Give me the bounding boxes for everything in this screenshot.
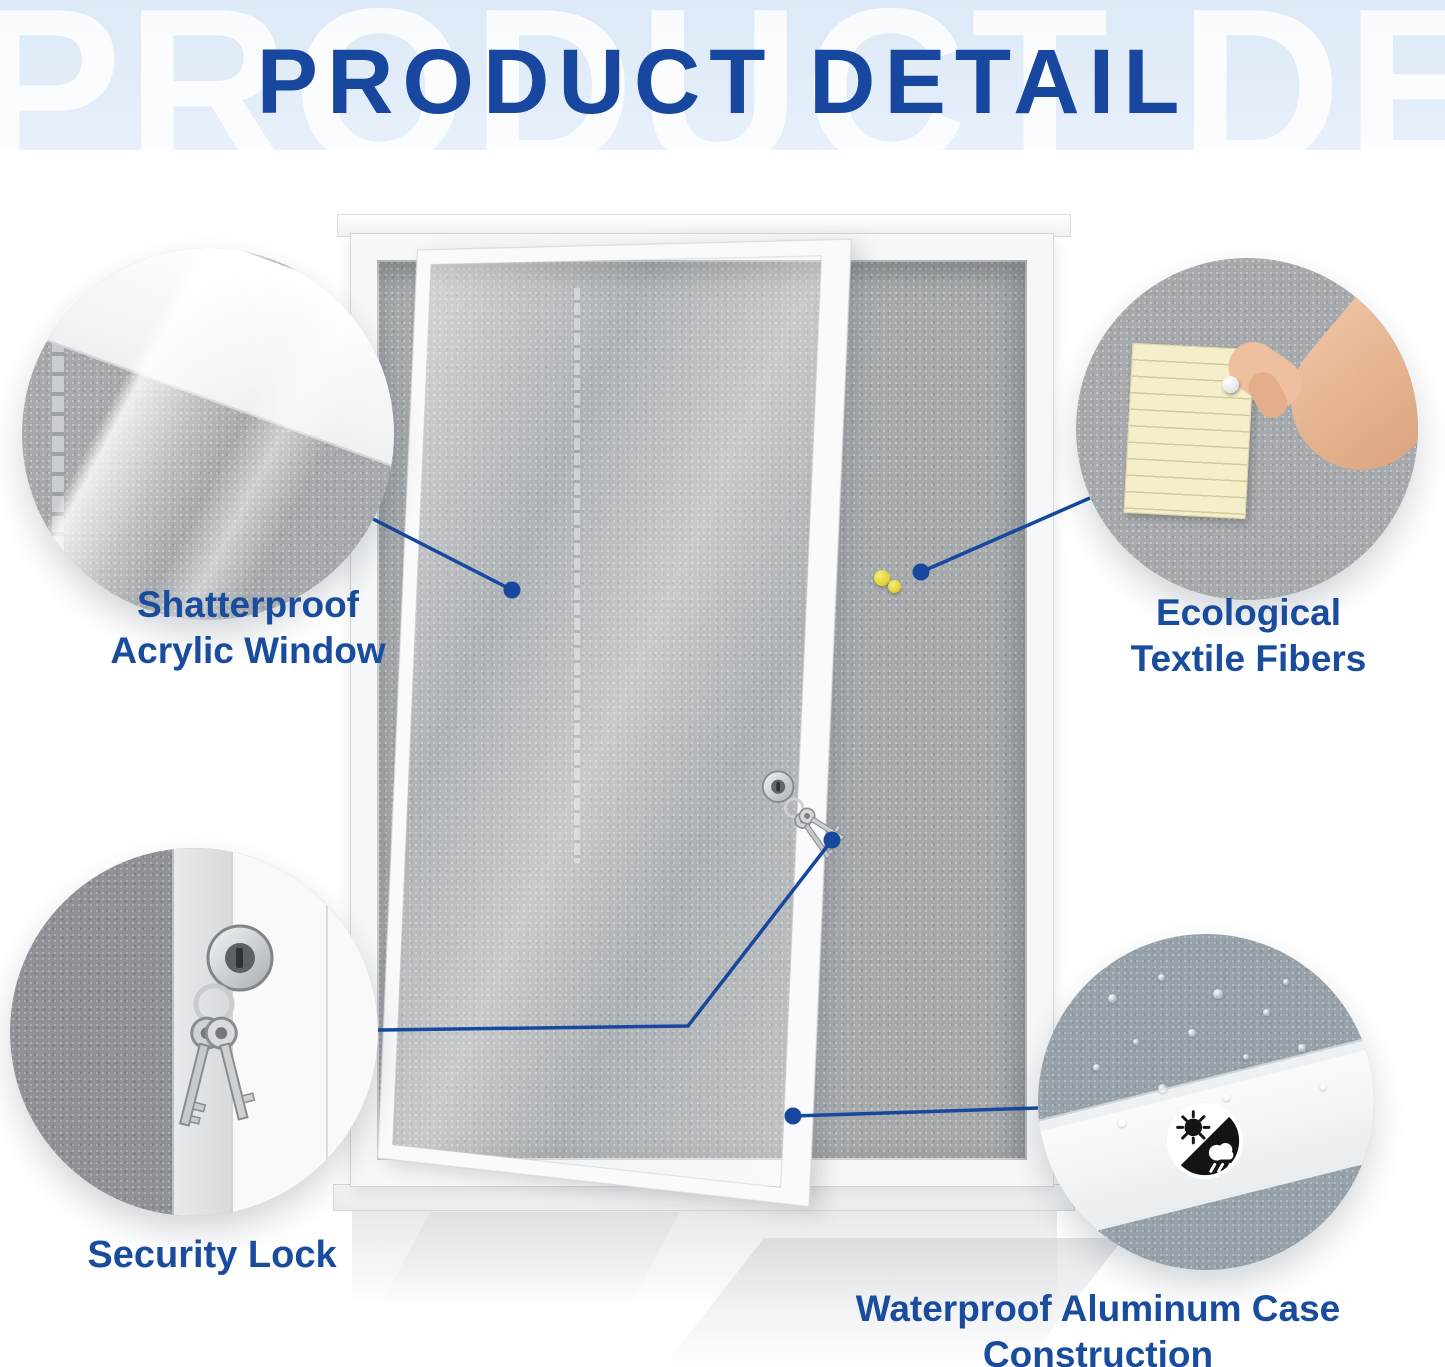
- label-waterproof-line1: Waterproof Aluminum Case: [855, 1288, 1341, 1329]
- water-droplets: [1038, 934, 1374, 1270]
- header-band: PRODUCT DETAIL: [0, 0, 1445, 150]
- photo-acrylic-window-closeup: [22, 248, 394, 620]
- weather-resistance-icon: [1166, 1102, 1244, 1180]
- label-textile-line1: Ecological: [1155, 592, 1342, 633]
- photo-security-lock-closeup: [10, 848, 378, 1216]
- security-lock-with-keys: [761, 770, 846, 860]
- door-face: [230, 848, 378, 1216]
- push-pin-yellow: [874, 570, 890, 586]
- label-waterproof-case: Waterproof Aluminum Case Construction: [766, 1286, 1430, 1367]
- lock-and-keys: [178, 924, 274, 1127]
- page-title: PRODUCT DETAIL: [256, 31, 1189, 133]
- watermark-text: PRODUCT DETAIL: [0, 0, 1445, 150]
- door-seam: [326, 848, 329, 1216]
- label-security-line1: Security Lock: [87, 1234, 337, 1276]
- label-acrylic-line2: Acrylic Window: [110, 629, 386, 671]
- label-textile-line2: Textile Fibers: [1130, 637, 1367, 679]
- push-pin-white: [1222, 376, 1239, 393]
- photo-textile-fibers-closeup: [1076, 258, 1418, 600]
- push-pin-yellow-2: [888, 580, 901, 593]
- label-waterproof-line2: Construction: [982, 1333, 1214, 1367]
- acrylic-door: [377, 238, 852, 1208]
- label-acrylic-line1: Shatterproof: [137, 584, 359, 625]
- label-acrylic-window: Shatterproof Acrylic Window: [58, 582, 438, 674]
- acrylic-glare: [22, 248, 394, 620]
- door-reflection-2: [381, 1212, 680, 1304]
- label-security-lock: Security Lock: [52, 1232, 372, 1279]
- photo-waterproof-corner-closeup: [1038, 934, 1374, 1270]
- label-textile-fibers: Ecological Textile Fibers: [1061, 590, 1436, 682]
